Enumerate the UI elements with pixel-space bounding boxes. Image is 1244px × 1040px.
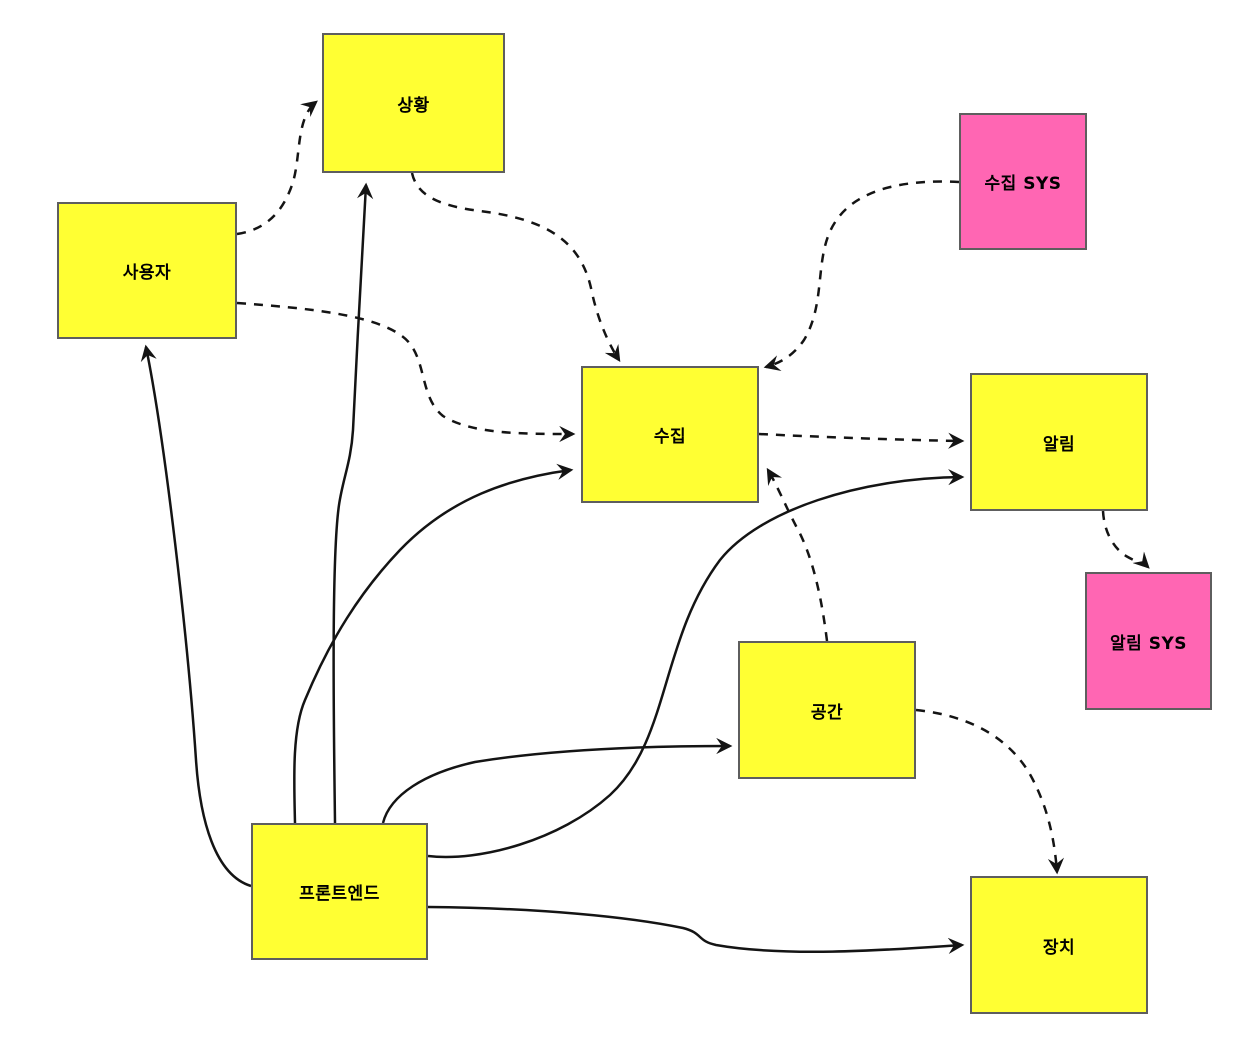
edge-user-to-situation: [236, 100, 318, 236]
edge-frontend-to-collect: [293, 463, 574, 824]
node-notify-sys-label: 알림 SYS: [1110, 633, 1187, 654]
node-collect: 수집: [581, 366, 759, 503]
edge-frontend-to-user: [140, 344, 252, 888]
node-situation-label: 상황: [397, 95, 430, 116]
node-space: 공간: [738, 641, 916, 779]
node-notify: 알림: [970, 373, 1148, 511]
edge-space-to-collect: [766, 467, 829, 642]
edge-notify-to-notify-sys: [1101, 510, 1150, 569]
edge-frontend-to-notify: [427, 469, 965, 859]
edge-frontend-to-space: [381, 737, 733, 824]
edge-situation-to-collect: [410, 172, 621, 363]
node-notify-sys: 알림 SYS: [1085, 572, 1212, 710]
node-user-label: 사용자: [122, 263, 172, 283]
node-device-label: 장치: [1042, 937, 1076, 958]
node-space-label: 공간: [810, 702, 844, 723]
node-collect-label: 수집: [653, 427, 687, 447]
node-notify-label: 알림: [1042, 434, 1076, 455]
edge-user-to-collect: [236, 301, 576, 443]
edge-collect-sys-to-collect: [763, 180, 960, 372]
node-frontend: 프론트엔드: [251, 823, 428, 960]
edge-space-to-device: [915, 708, 1065, 875]
node-frontend-label: 프론트엔드: [299, 884, 380, 904]
node-collect-sys: 수집 SYS: [959, 113, 1087, 250]
edge-frontend-to-device: [427, 905, 965, 954]
edge-frontend-to-situation: [332, 182, 374, 824]
node-user: 사용자: [57, 202, 237, 339]
node-device: 장치: [970, 876, 1148, 1014]
edge-collect-to-notify: [758, 432, 965, 449]
edges-group: [140, 100, 1150, 954]
node-collect-sys-label: 수집 SYS: [984, 174, 1062, 194]
node-situation: 상황: [322, 33, 505, 173]
